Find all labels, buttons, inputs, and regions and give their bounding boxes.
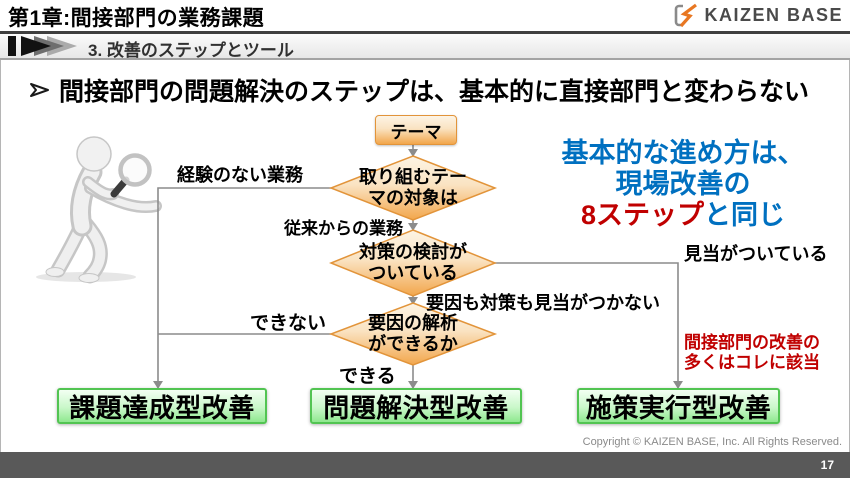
slide-heading: 間接部門の問題解決のステップは、基本的に直接部門と変わらない — [28, 72, 809, 108]
red-highlight: 8ステップ — [580, 200, 705, 230]
blue-note: 基本的な進め方は、 現場改善の 8ステップと同じ — [561, 138, 805, 230]
kaizen-k-icon — [675, 3, 698, 28]
red-note: 間接部門の改善の 多くはコレに該当 — [684, 333, 820, 372]
arrow-bullet-icon — [30, 83, 49, 97]
footer-bar: 17 — [0, 452, 850, 478]
decision-diamond-1-shape — [328, 155, 498, 221]
heading-text: 間接部門の問題解決のステップは、基本的に直接部門と変わらない — [59, 78, 810, 106]
decision-2-text: 対策の検討が ついている — [359, 242, 467, 283]
branch-label-idea-unknown: 要因も対策も見当がつかない — [426, 293, 660, 313]
section-bar-chip — [8, 36, 16, 56]
decision-1-text: 取り組むテー マの対象は — [359, 167, 467, 208]
result-box-kadai-tassei: 課題達成型改善 — [57, 388, 267, 424]
copyright-text: Copyright © KAIZEN BASE, Inc. All Rights… — [582, 436, 842, 448]
flow-start-label: テーマ — [390, 122, 442, 142]
logo-text: KAIZEN BASE — [704, 5, 843, 25]
page-number: 17 — [820, 458, 834, 472]
triple-chevron-icon — [21, 36, 77, 56]
chapter-title: 第1章:間接部門の業務課題 — [8, 7, 265, 30]
result-box-mondai-kaiketsu: 問題解決型改善 — [310, 388, 522, 424]
branch-label-cannot: できない — [250, 313, 327, 334]
decision-3-text: 要因の解析 ができるか — [368, 313, 458, 354]
branch-label-idea-known: 見当がついている — [684, 244, 828, 264]
branch-label-conventional: 従来からの業務 — [284, 219, 403, 238]
header: 第1章:間接部門の業務課題 KAIZEN BASE — [0, 0, 850, 34]
section-title: 3. 改善のステップとツール — [88, 41, 294, 60]
section-bar: 3. 改善のステップとツール — [0, 34, 850, 60]
person-magnifier-illustration — [36, 136, 162, 284]
branch-label-no-experience: 経験のない業務 — [177, 165, 303, 185]
branch-label-can: できる — [339, 366, 396, 387]
flow-start-box: テーマ — [375, 115, 457, 145]
decision-diamond-3-shape — [328, 302, 498, 366]
kaizen-base-logo: KAIZEN BASE — [673, 3, 843, 28]
decision-diamond-2-shape — [328, 229, 498, 297]
result-box-shisaku-jikko: 施策実行型改善 — [577, 388, 780, 424]
